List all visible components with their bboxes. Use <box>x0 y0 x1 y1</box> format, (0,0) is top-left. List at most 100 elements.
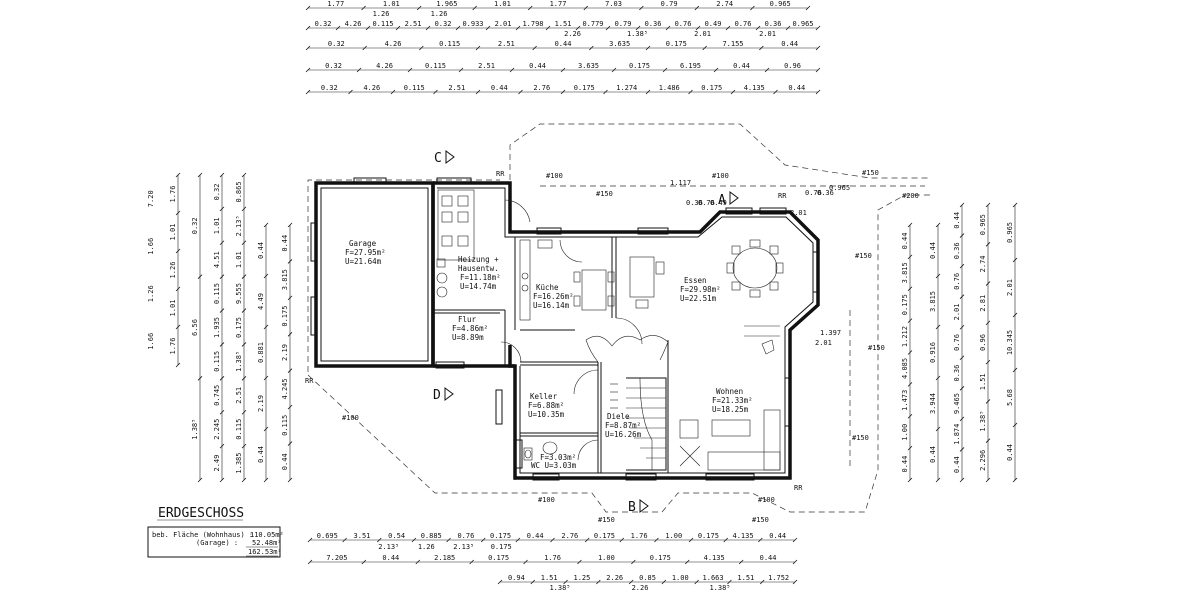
dim-left-col5-3: 9.555 <box>235 283 243 304</box>
doors <box>500 199 669 461</box>
dim-left-col5-6: 2.51 <box>235 387 243 404</box>
dim-right-col1-4: 4.085 <box>901 358 909 379</box>
room-heizung-name-2: Hausentw. <box>458 264 499 273</box>
dim-top-row1-9: 0.779 <box>582 20 603 28</box>
dim-top-row3-9: 0.96 <box>784 62 801 70</box>
dim-right-col3-6: 9.465 <box>953 393 961 414</box>
dim-bottom-row3-8: 1.752 <box>768 574 789 582</box>
room-flur-perimeter: U=8.89m <box>452 333 484 342</box>
dim-left-col5-0: 0.865 <box>235 181 243 202</box>
dim-bottom-row3b-0: 1.38⁵ <box>549 584 570 592</box>
dim-left-col5-2: 1.01 <box>235 251 243 268</box>
dim-top-row3-4: 0.44 <box>529 62 546 70</box>
dim-bottom-row3-0: 0.94 <box>508 574 525 582</box>
roof-label-11: #150 <box>598 516 615 524</box>
dim-top-row3-1: 4.26 <box>376 62 393 70</box>
dim-left-col4-3: 0.115 <box>213 283 221 304</box>
room-heizung-area: F=11.18m² <box>460 273 501 282</box>
section-mark-a: A <box>718 193 726 208</box>
dim-right-col2-0: 0.44 <box>929 242 937 259</box>
room-wc-area: F=3.03m² <box>540 453 576 462</box>
roof-label-1: #100 <box>546 172 563 180</box>
dim-top-row3-8: 0.44 <box>733 62 750 70</box>
garage-window-left <box>310 222 318 262</box>
dim-bottom-row1-4: 0.76 <box>457 532 474 540</box>
roof-label-13: #100 <box>342 414 359 422</box>
dim-top-row0-3: 1.01 <box>494 0 511 8</box>
dim-top-row1-4: 0.32 <box>435 20 452 28</box>
bay-label-3: 0.76 <box>698 199 715 207</box>
dim-top-row4-9: 0.175 <box>701 84 722 92</box>
room-heizung-perimeter: U=14.74m <box>460 282 497 291</box>
bay-label-5: 0.76 <box>805 189 822 197</box>
dim-top-row1-7: 1.798 <box>522 20 543 28</box>
dim-top-row0-4: 1.77 <box>550 0 567 8</box>
dim-top-row2-0: 0.32 <box>328 40 345 48</box>
room-diele-perimeter: U=16.26m <box>605 430 642 439</box>
dim-top-row0-0: 1.77 <box>327 0 344 8</box>
dim-bottom-row2-7: 4.135 <box>704 554 725 562</box>
dim-right-col2-2: 0.916 <box>929 342 937 363</box>
room-keller-area: F=6.88m² <box>528 401 564 410</box>
dim-top-row2-4: 0.44 <box>555 40 572 48</box>
room-garage-area: F=27.95m² <box>345 248 386 257</box>
dim-bottom-row1b-1: 1.26 <box>418 543 435 551</box>
roof-label-9: #100 <box>538 496 555 504</box>
room-heizung-name: Heizung + <box>458 255 499 264</box>
room-diele-name: Diele <box>607 412 630 421</box>
dim-right-col5-3: 5.68 <box>1006 389 1014 406</box>
dim-top-row4-2: 0.115 <box>404 84 425 92</box>
dim-right-col4-5: 1.38⁵ <box>979 411 987 432</box>
title-block: ERDGESCHOSS beb. Fläche (Wohnhaus) : 110… <box>147 506 284 558</box>
roof-label-3: #100 <box>712 172 729 180</box>
dim-bottom-row2-5: 1.00 <box>598 554 615 562</box>
room-wohnen-perimeter: U=18.25m <box>712 405 749 414</box>
dim-right-col1-5: 1.473 <box>901 390 909 411</box>
dim-top-row2-5: 3.635 <box>609 40 630 48</box>
dim-left-col6-1: 4.49 <box>257 293 265 310</box>
dim-left-col2-0: 7.20 <box>147 190 155 207</box>
dim-bottom-row1-2: 0.54 <box>388 532 405 540</box>
dim-bottom-row2-2: 2.185 <box>434 554 455 562</box>
dim-left-col7-3: 2.19 <box>281 344 289 361</box>
area-total-value: 162.53m² <box>248 548 282 556</box>
eave-label-2: RR <box>778 192 787 200</box>
dim-bottom-row1-0: 0.695 <box>317 532 338 540</box>
dim-right-col4-1: 2.74 <box>979 255 987 272</box>
dim-top-row1-3: 2.51 <box>405 20 422 28</box>
dim-top-row1-14: 0.76 <box>735 20 752 28</box>
dim-top-row0-7: 2.74 <box>716 0 733 8</box>
dim-right-col1-1: 3.815 <box>901 262 909 283</box>
dim-bottom-row1-8: 0.175 <box>594 532 615 540</box>
dim-bottom-row1-12: 4.135 <box>732 532 753 540</box>
eave-labels: RR RR RR RR <box>305 170 803 492</box>
dim-left-col3-1: 6.56 <box>191 319 199 336</box>
garage-walls <box>310 177 435 368</box>
room-kueche-name: Küche <box>536 283 559 292</box>
dim-bottom-row3b-2: 1.38⁵ <box>709 584 730 592</box>
dim-left-col3-2: 1.38⁵ <box>191 419 199 440</box>
dim-right-col3-5: 0.36 <box>953 365 961 382</box>
dim-top-row0-8: 0.965 <box>770 0 791 8</box>
dim-right-col3-2: 0.76 <box>953 273 961 290</box>
dim-bottom-row1-1: 3.51 <box>354 532 371 540</box>
dim-top-row2-2: 0.115 <box>439 40 460 48</box>
room-keller-name: Keller <box>530 392 558 401</box>
dim-top-row1b-0: 2.26 <box>564 30 581 38</box>
room-garage-perimeter: U=21.64m <box>345 257 382 266</box>
dim-right-col4-6: 2.296 <box>979 450 987 471</box>
dim-top-row0-2: 1.965 <box>436 0 457 8</box>
dim-left-col7-6: 0.44 <box>281 453 289 470</box>
dim-bottom-row1-5: 0.175 <box>490 532 511 540</box>
dim-right-col5-2: 10.345 <box>1006 330 1014 355</box>
dim-left-col6-2: 0.881 <box>257 342 265 363</box>
dim-left-col4-7: 2.245 <box>213 419 221 440</box>
dim-top-row0-1: 1.01 <box>383 0 400 8</box>
dim-left-col5-5: 1.38⁵ <box>235 351 243 372</box>
bay-label-9: 1.397 <box>820 329 841 337</box>
dim-left-col4-1: 1.01 <box>213 217 221 234</box>
dim-top-row2-7: 7.155 <box>722 40 743 48</box>
dim-right-col1-2: 0.175 <box>901 294 909 315</box>
dim-right-col2-3: 3.944 <box>929 393 937 414</box>
dim-right-col2-1: 3.815 <box>929 291 937 312</box>
